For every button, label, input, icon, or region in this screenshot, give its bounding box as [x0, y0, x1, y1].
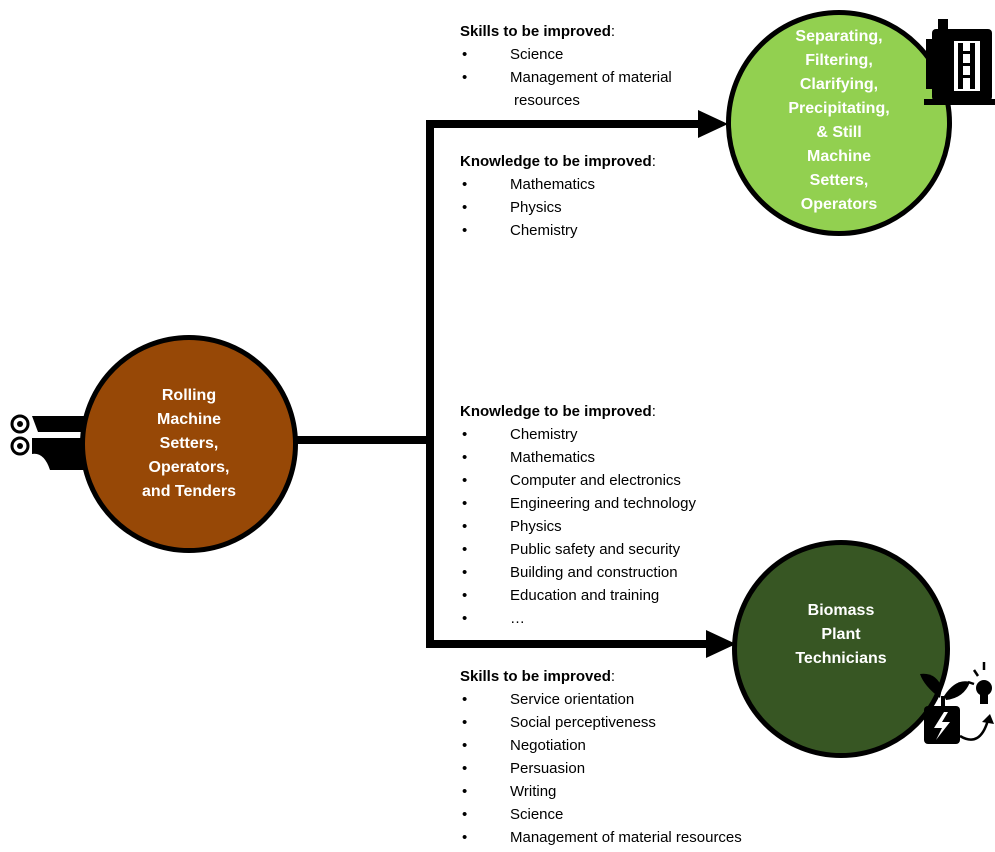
source-label-line: Operators, [148, 459, 230, 476]
list-item: •Chemistry [462, 222, 578, 239]
source-label-line: and Tenders [142, 483, 236, 500]
source-label-line: Setters, [159, 435, 219, 452]
target-label-line: Clarifying, [799, 76, 879, 93]
upper-skills-block: Skills to be improved: •Science •Managem… [460, 20, 672, 112]
target-label-line: Precipitating, [788, 100, 890, 117]
target-label-biomass: Biomass Plant Technicians [795, 599, 886, 671]
bioenergy-plant-icon [920, 662, 994, 744]
source-label-line: Rolling [161, 387, 217, 404]
list-item: •Social perceptiveness [462, 714, 656, 731]
list-item: •Persuasion [462, 760, 586, 777]
list-item: •Mathematics [462, 176, 596, 193]
target-label-line: Biomass [807, 602, 875, 619]
list-item: •Negotiation [462, 737, 586, 754]
upper-arrowhead [698, 110, 728, 138]
target-node-biomass: Biomass Plant Technicians [732, 540, 950, 758]
list-item: •Engineering and technology [462, 495, 696, 512]
lower-skills-list: •Service orientation •Social perceptiven… [460, 688, 742, 849]
target-label-separating: Separating, Filtering, Clarifying, Preci… [788, 25, 889, 217]
list-item: •Chemistry [462, 426, 578, 443]
target-label-line: & Still [816, 124, 862, 141]
target-label-line: Setters, [809, 172, 869, 189]
list-item: •Education and training [462, 587, 660, 604]
lower-arrowhead [706, 630, 736, 658]
upper-skills-title: Skills to be improved [460, 23, 611, 40]
target-label-line: Technicians [795, 650, 887, 667]
list-item: •Writing [462, 783, 557, 800]
upper-knowledge-block: Knowledge to be improved: •Mathematics •… [460, 150, 656, 242]
lower-knowledge-block: Knowledge to be improved: •Chemistry •Ma… [460, 400, 696, 630]
list-item: resources [514, 92, 580, 109]
list-item: •Physics [462, 199, 562, 216]
target-label-line: Separating, [795, 28, 883, 45]
lower-skills-block: Skills to be improved: •Service orientat… [460, 665, 742, 849]
list-item: •Building and construction [462, 564, 678, 581]
upper-knowledge-title: Knowledge to be improved [460, 153, 652, 170]
lightbulb-icon [967, 662, 992, 704]
target-label-line: Plant [821, 626, 861, 643]
list-item: •Science [462, 46, 564, 63]
list-item: •Computer and electronics [462, 472, 681, 489]
list-item: •Service orientation [462, 691, 635, 708]
rolling-machine-icon [10, 414, 94, 470]
list-item: •Management of material resources [462, 829, 742, 846]
list-item: •Management of material [462, 69, 672, 86]
lower-skills-title: Skills to be improved [460, 668, 611, 685]
upper-knowledge-list: •Mathematics •Physics •Chemistry [460, 173, 656, 242]
target-label-line: Machine [806, 148, 871, 165]
upper-skills-list: •Science •Management of material resourc… [460, 43, 672, 112]
lower-knowledge-title: Knowledge to be improved [460, 403, 652, 420]
source-label-line: Machine [156, 411, 221, 428]
list-item: •… [462, 610, 525, 627]
target-label-line: Operators [800, 196, 878, 213]
source-node: Rolling Machine Setters, Operators, and … [80, 335, 298, 553]
list-item: •Science [462, 806, 564, 823]
list-item: •Public safety and security [462, 541, 681, 558]
lower-knowledge-list: •Chemistry •Mathematics •Computer and el… [460, 423, 696, 630]
list-item: •Mathematics [462, 449, 596, 466]
target-label-line: Filtering, [805, 52, 873, 69]
filter-tank-icon [924, 19, 995, 105]
list-item: •Physics [462, 518, 562, 535]
target-node-separating: Separating, Filtering, Clarifying, Preci… [726, 10, 952, 236]
source-label: Rolling Machine Setters, Operators, and … [142, 384, 236, 504]
